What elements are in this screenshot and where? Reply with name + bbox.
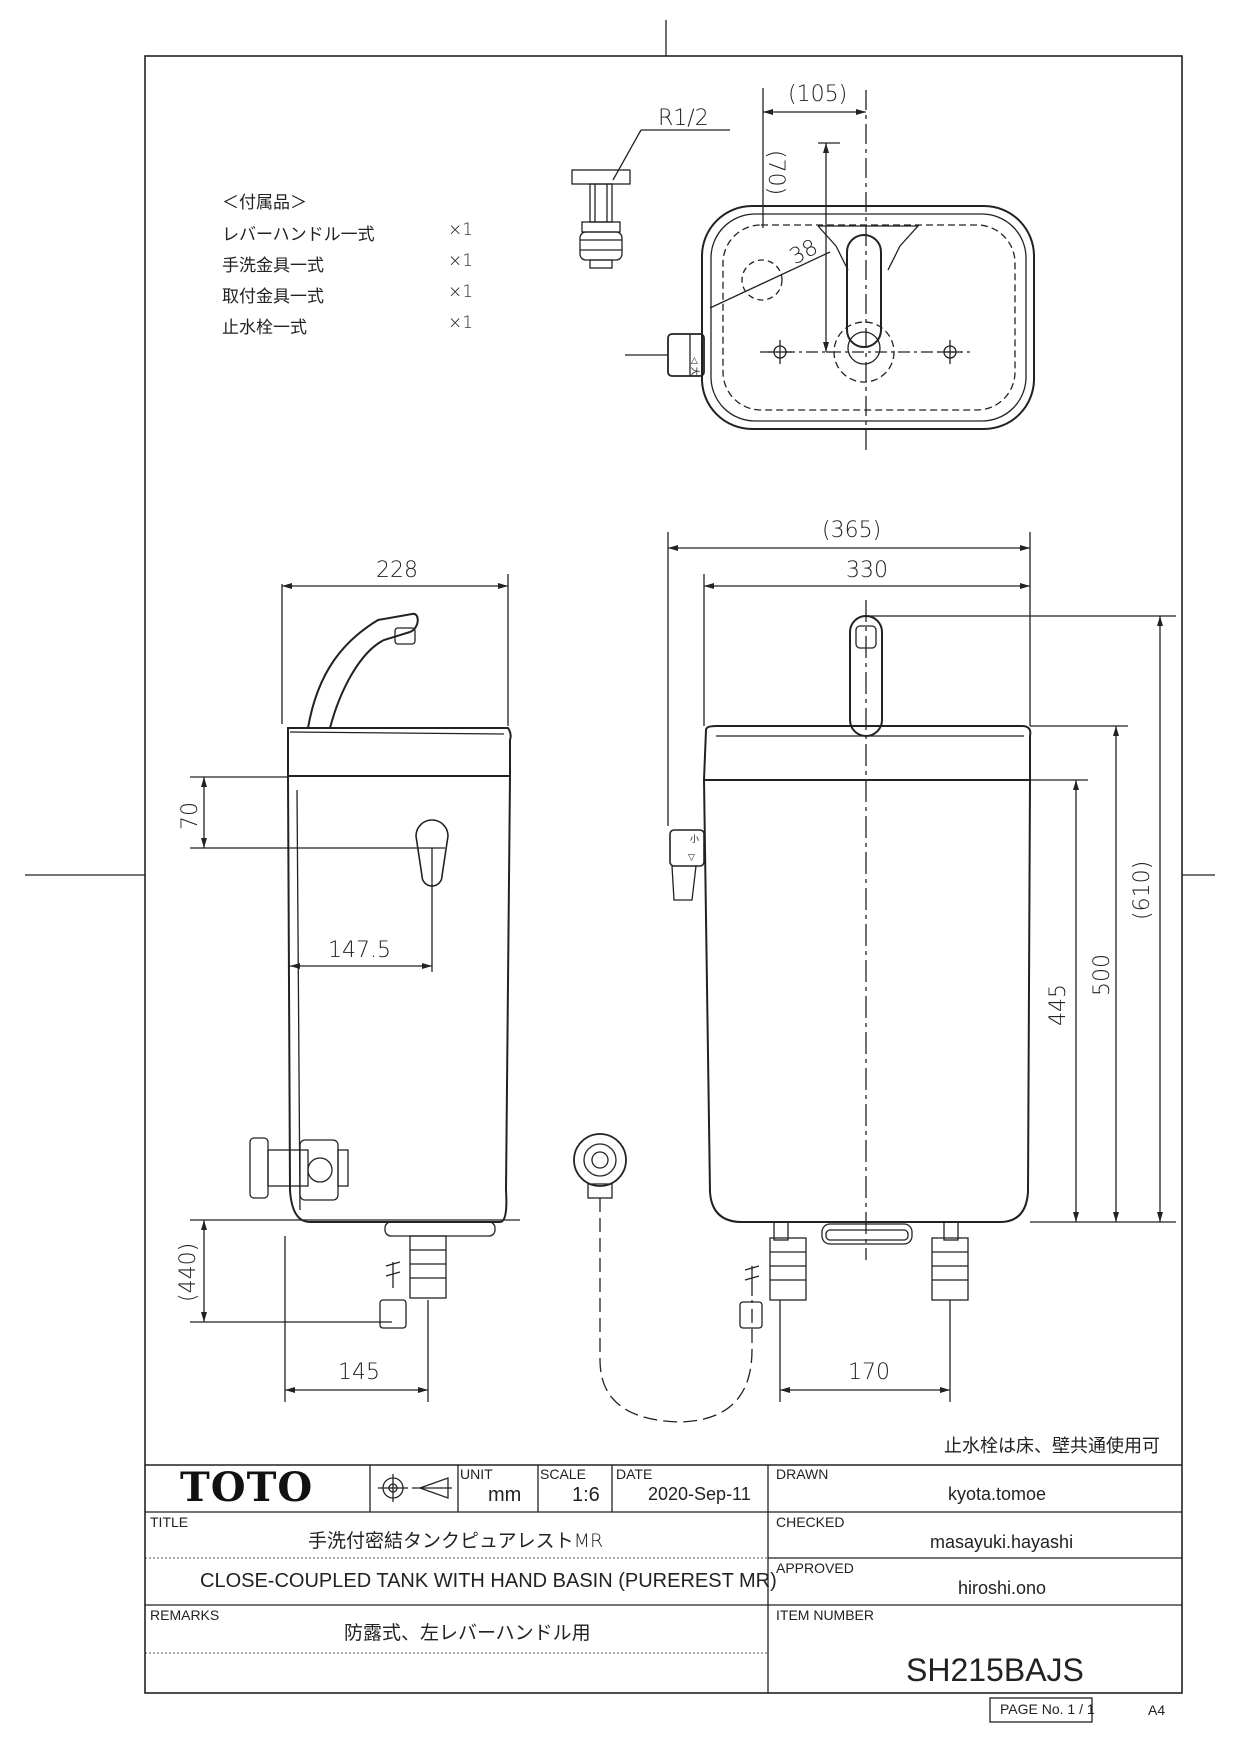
dim-top-70: (70) — [763, 150, 788, 196]
dim-side-147-5: 147.5 — [328, 938, 391, 963]
checked-label: CHECKED — [776, 1514, 845, 1530]
title-block-frame — [145, 1464, 1182, 1723]
title-en: CLOSE-COUPLED TANK WITH HAND BASIN (PURE… — [200, 1570, 777, 1592]
stop-valve-note: 止水栓は床、壁共通使用可 — [944, 1436, 1160, 1457]
lever-label-front: 小 — [690, 834, 699, 845]
accessory-qty: ×1 — [448, 313, 474, 333]
dim-front-365: (365) — [822, 518, 882, 543]
page-number: PAGE No. 1 / 1 — [1000, 1701, 1095, 1717]
approved-value: hiroshi.ono — [958, 1578, 1047, 1598]
remarks-label: REMARKS — [150, 1607, 220, 1623]
dim-front-500: 500 — [1090, 954, 1115, 996]
unit-label: UNIT — [460, 1466, 493, 1482]
connection-hose — [573, 1133, 753, 1423]
dim-front-170: 170 — [848, 1360, 890, 1385]
dim-side-440: (440) — [176, 1242, 201, 1302]
item-number-label: ITEM NUMBER — [776, 1607, 874, 1623]
drawn-value: kyota.tomoe — [948, 1484, 1047, 1504]
accessory-qty: ×1 — [448, 251, 474, 271]
paper-size: A4 — [1148, 1702, 1166, 1718]
accessory-name: レバーハンドル一式 — [222, 225, 375, 245]
dim-side-145: 145 — [338, 1360, 380, 1385]
dim-front-610: (610) — [1130, 860, 1155, 920]
side-view — [190, 574, 520, 1402]
remarks-value: 防露式、左レバーハンドル用 — [344, 1622, 591, 1644]
lever-label-front-2: ▽ — [688, 853, 695, 863]
date-label: DATE — [616, 1466, 653, 1482]
accessory-name: 止水栓一式 — [222, 318, 307, 338]
date-value: 2020-Sep-11 — [648, 1484, 751, 1504]
accessories-header: ＜付属品＞ — [222, 193, 307, 213]
drawn-label: DRAWN — [776, 1466, 829, 1482]
dim-front-330: 330 — [846, 558, 888, 583]
dim-front-445: 445 — [1046, 984, 1071, 1026]
unit-value: mm — [488, 1484, 522, 1506]
item-number-value: SH215BAJS — [906, 1652, 1084, 1688]
accessory-name: 取付金具一式 — [222, 287, 324, 307]
scale-label: SCALE — [540, 1466, 586, 1482]
r-half-fitting — [571, 129, 730, 269]
dim-top-105: (105) — [788, 82, 848, 107]
dim-thread: R1/2 — [658, 106, 709, 131]
toto-logo: TOTO — [180, 1464, 314, 1511]
dim-side-228: 228 — [376, 558, 418, 583]
checked-value: masayuki.hayashi — [930, 1532, 1074, 1552]
lever-label-top: ◁ 大 — [689, 357, 701, 376]
accessory-qty: ×1 — [448, 282, 474, 302]
front-view — [667, 532, 1176, 1402]
scale-value: 1:6 — [572, 1484, 600, 1506]
title-jp: 手洗付密結タンクピュアレストMR — [308, 1530, 604, 1552]
approved-label: APPROVED — [776, 1560, 854, 1576]
dim-side-70: 70 — [178, 802, 203, 830]
title-label: TITLE — [150, 1514, 189, 1530]
accessory-qty: ×1 — [448, 220, 474, 240]
accessory-name: 手洗金具一式 — [222, 256, 324, 276]
top-view-basin — [625, 88, 1035, 450]
